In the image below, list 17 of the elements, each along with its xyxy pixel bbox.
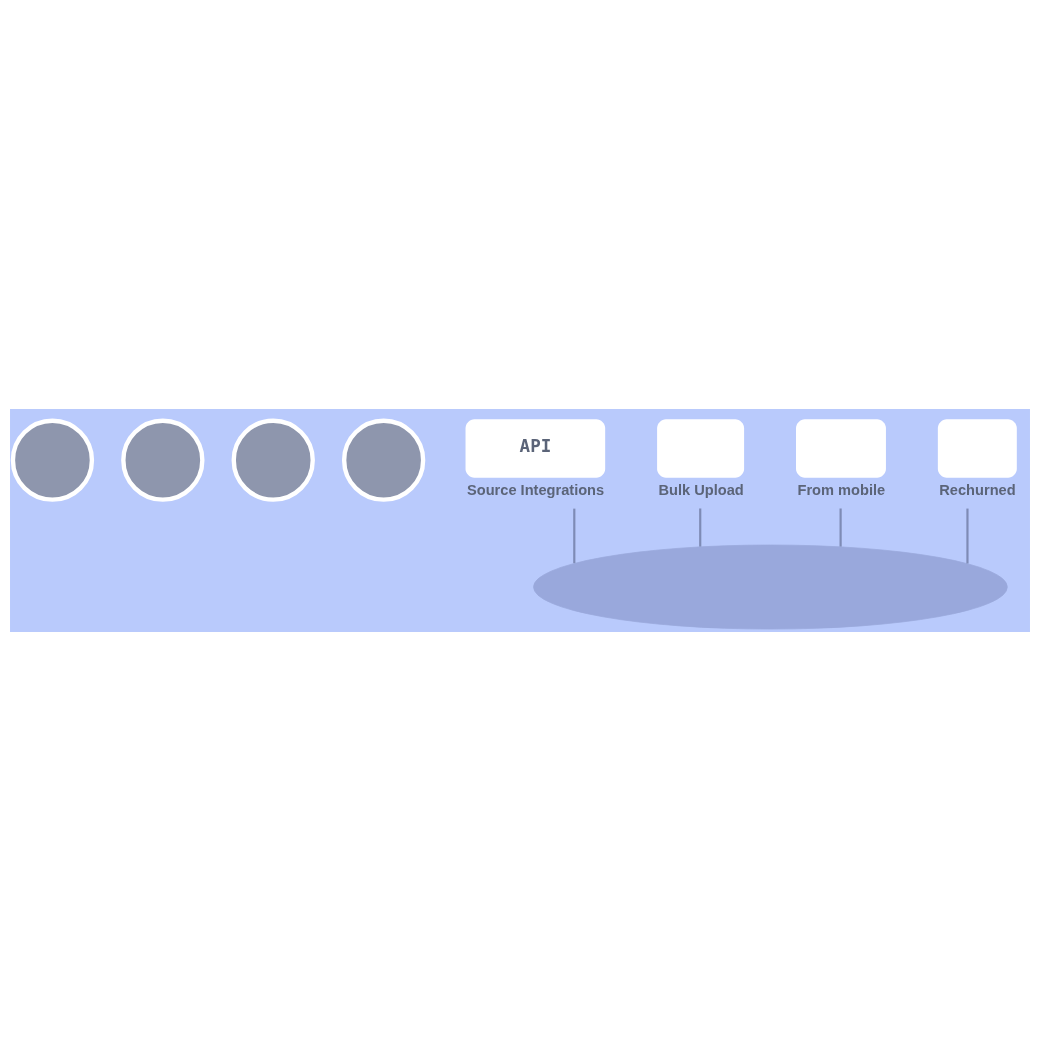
connector [573,508,576,563]
node-label: From mobile [797,481,886,498]
node-circle [10,418,95,502]
node-label: Bulk Upload [658,481,744,498]
connector [699,508,702,547]
node-circle [231,418,315,502]
node-dome [533,544,1008,629]
node-box [796,418,886,478]
connector [966,508,969,563]
node-box [657,418,745,478]
node-box: API [465,418,606,478]
node-circle [341,418,426,502]
node-label: Source Integrations [466,481,605,498]
node-box [937,418,1017,478]
node-label: Rechurned [939,481,1016,498]
connector [839,508,842,547]
node-circle [121,418,205,502]
